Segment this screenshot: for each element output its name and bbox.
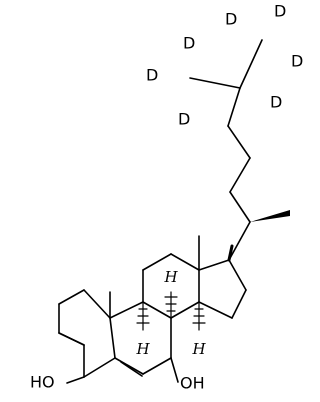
c3-hydroxyl-bond [66,376,85,384]
hydroxyl-label-c7: OH [180,374,205,393]
deuterium-label-4: D [183,34,195,53]
deuterium-label-7: D [270,93,282,112]
deuterium-label-6: D [178,110,190,129]
stereo-h-c9: H [135,340,150,358]
c7-hydroxyl-bond [170,357,179,383]
deuterium-label-1: D [225,10,237,29]
hashed-bond-c9 [136,301,150,331]
c20-methyl-wedge [250,210,290,222]
ring-b [114,301,172,377]
c17-sidechain-bold-bond [227,244,234,262]
deuterium-label-5: D [146,66,158,85]
deuterium-label-3: D [291,52,303,71]
side-chain [189,39,263,261]
ring-d [198,259,247,319]
ring-a [58,289,116,378]
stereo-h-c8: H [163,268,178,286]
hashed-bond-c8 [164,291,178,319]
deuterium-label-2: D [274,2,286,21]
stereo-h-c14: H [191,340,206,358]
ring-c [142,253,200,319]
hashed-bond-c14 [192,301,206,331]
c10-c9-bond [109,301,144,319]
hydroxyl-label-c3: HO [30,373,55,392]
